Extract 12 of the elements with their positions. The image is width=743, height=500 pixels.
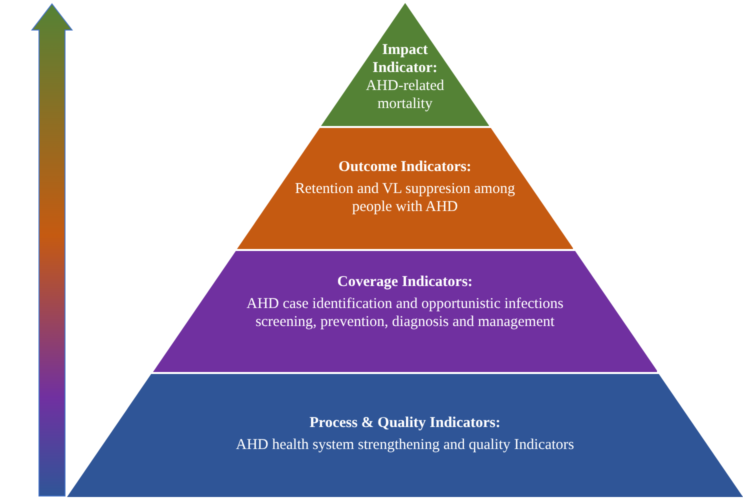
tier-heading: Outcome Indicators:: [338, 158, 472, 176]
tier-heading: Coverage Indicators:: [337, 273, 473, 291]
tier-heading: Impact Indicator:: [371, 41, 438, 77]
pyramid-apex: [320, 3, 490, 126]
pyramid-tier: [67, 374, 743, 497]
tier-description: AHD health system strengthening and quality Indicators: [236, 436, 574, 454]
tier-description: AHD-related mortality: [364, 77, 446, 113]
pyramid-tier: [152, 251, 658, 372]
tier-description: Retention and VL suppresion among people with AHD: [294, 180, 515, 216]
tier-heading: Process & Quality Indicators:: [310, 414, 500, 432]
pyramid-tier: [236, 128, 574, 249]
tier-description: AHD case identification and opportunistic infections screening, prevention, diagnosis and management: [245, 295, 564, 331]
